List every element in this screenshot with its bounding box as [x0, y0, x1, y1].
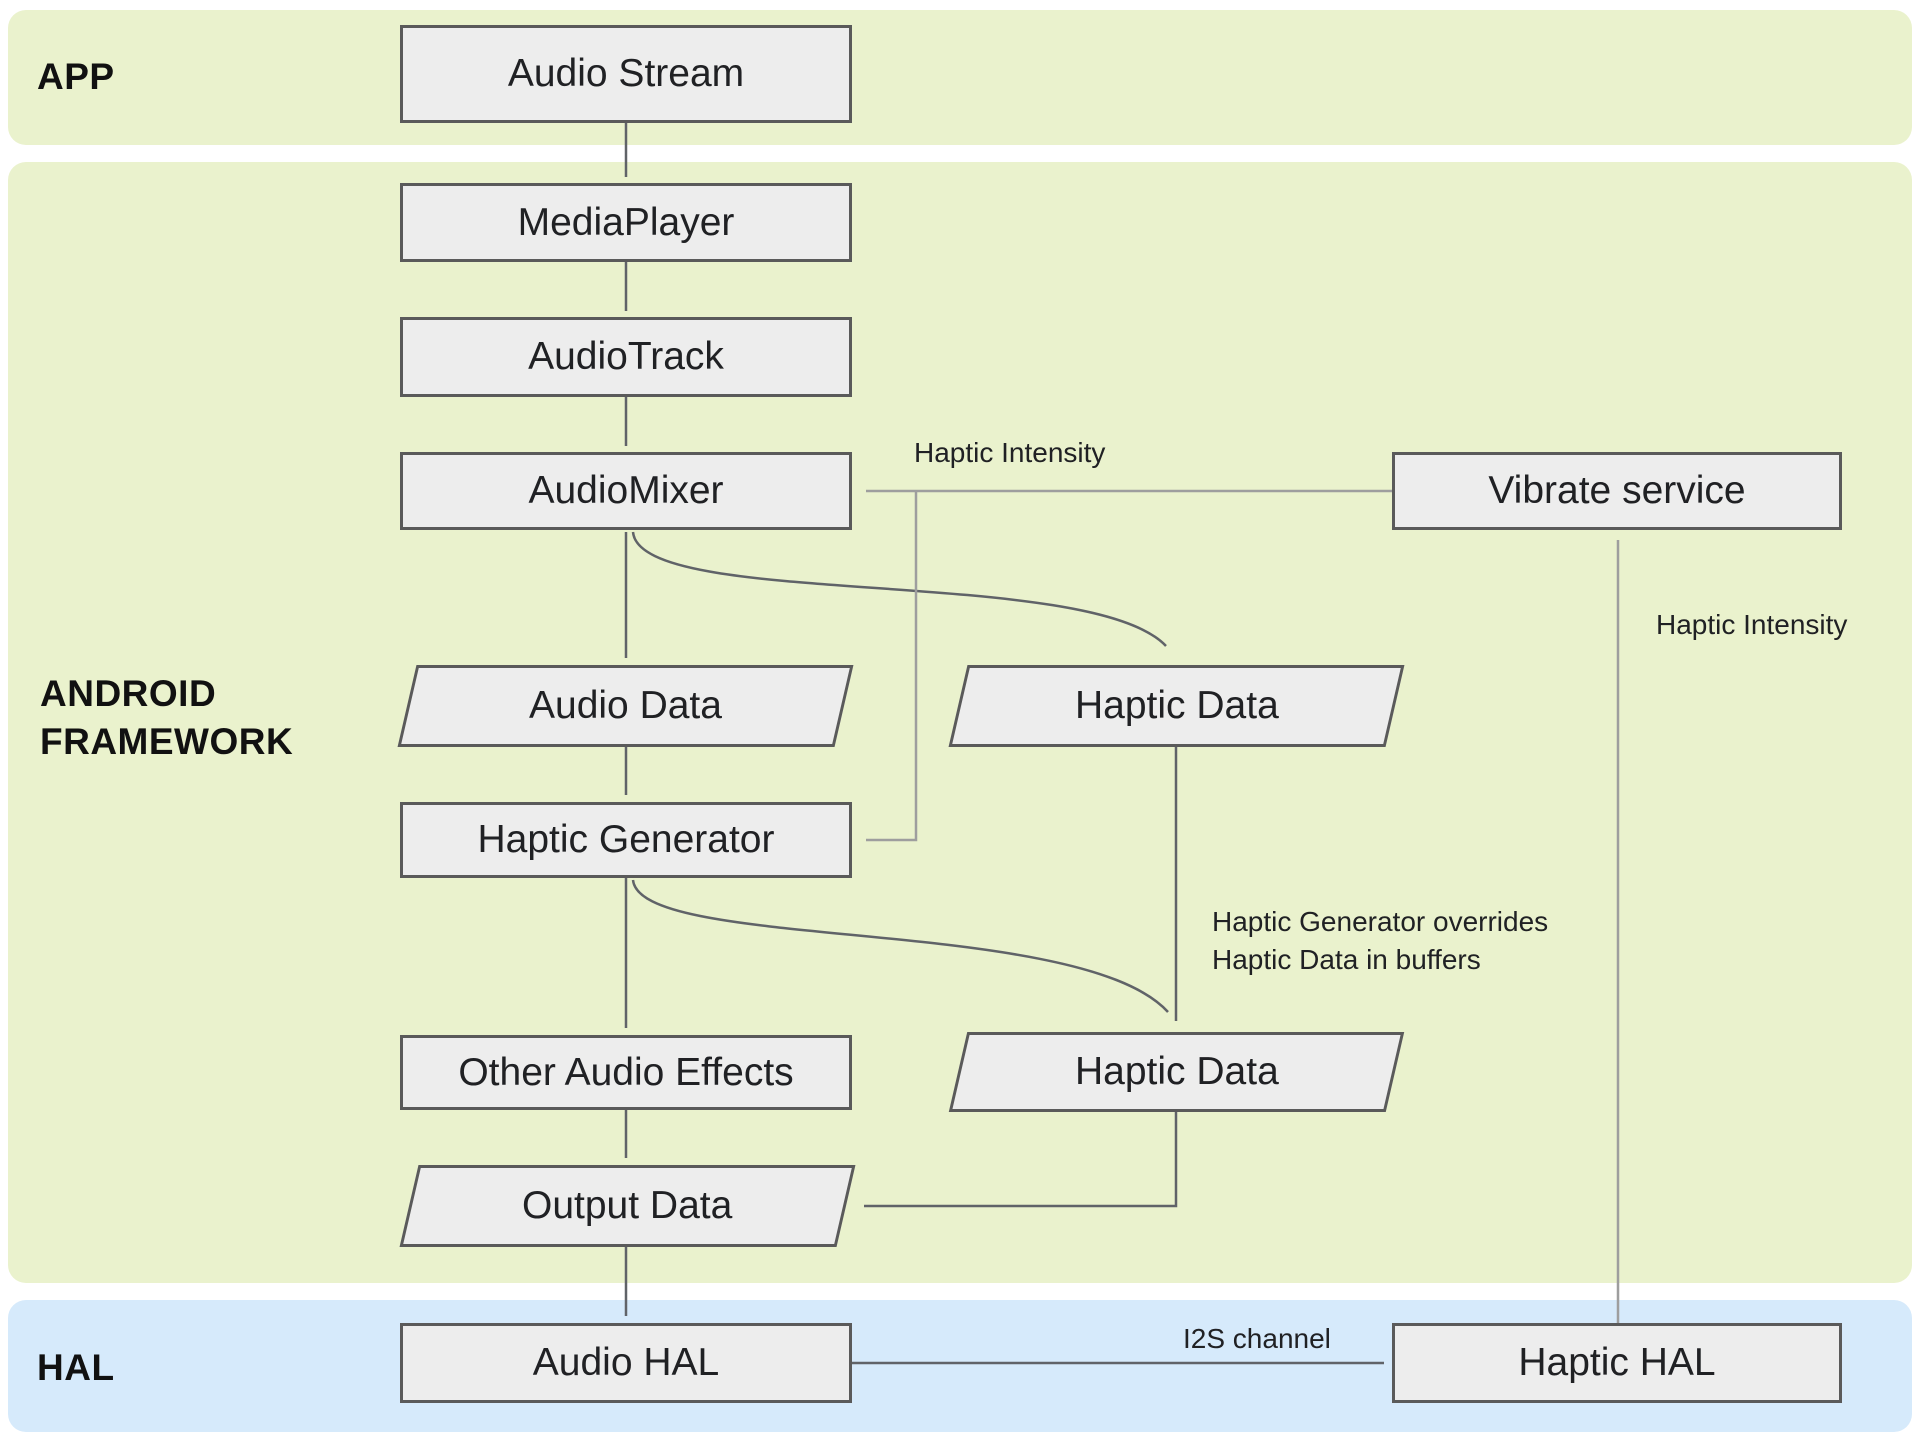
band-framework-label: ANDROID FRAMEWORK: [40, 673, 294, 762]
node-vibrate-service: Vibrate service: [1392, 452, 1842, 530]
band-app: [8, 10, 1912, 145]
node-haptic-hal-label: Haptic HAL: [1518, 1341, 1716, 1384]
node-output-data-label: Output Data: [522, 1184, 733, 1227]
node-haptic-data-2: Haptic Data: [948, 1032, 1405, 1112]
node-media-player: MediaPlayer: [400, 183, 852, 262]
node-audio-hal-label: Audio HAL: [532, 1341, 720, 1384]
node-haptic-data-1: Haptic Data: [948, 665, 1405, 747]
node-haptic-data-1-label: Haptic Data: [1074, 684, 1279, 727]
node-audio-stream: Audio Stream: [400, 25, 852, 123]
node-other-audio-effects-label: Other Audio Effects: [458, 1050, 794, 1094]
label-i2s-channel: I2S channel: [1183, 1323, 1331, 1354]
node-audio-data: Audio Data: [397, 665, 854, 747]
band-app-label: APP: [37, 56, 115, 97]
node-haptic-hal: Haptic HAL: [1392, 1323, 1842, 1403]
label-haptic-intensity-top: Haptic Intensity: [914, 437, 1106, 468]
node-audio-track: AudioTrack: [400, 317, 852, 397]
node-haptic-generator: Haptic Generator: [400, 802, 852, 878]
node-audio-hal: Audio HAL: [400, 1323, 852, 1403]
node-other-audio-effects: Other Audio Effects: [400, 1035, 852, 1110]
node-audio-mixer-label: AudioMixer: [528, 469, 724, 512]
node-vibrate-service-label: Vibrate service: [1488, 469, 1746, 512]
label-haptic-intensity-right: Haptic Intensity: [1656, 609, 1848, 640]
node-audio-mixer: AudioMixer: [400, 452, 852, 530]
label-override-note: Haptic Generator overrides Haptic Data i…: [1212, 906, 1549, 975]
node-haptic-data-2-label: Haptic Data: [1074, 1050, 1279, 1093]
node-audio-data-label: Audio Data: [529, 684, 722, 727]
node-audio-track-label: AudioTrack: [528, 335, 724, 378]
band-hal-label: HAL: [37, 1347, 115, 1388]
node-media-player-label: MediaPlayer: [517, 200, 735, 244]
node-haptic-generator-label: Haptic Generator: [477, 818, 775, 861]
node-audio-stream-label: Audio Stream: [507, 52, 745, 95]
node-output-data: Output Data: [399, 1165, 856, 1247]
